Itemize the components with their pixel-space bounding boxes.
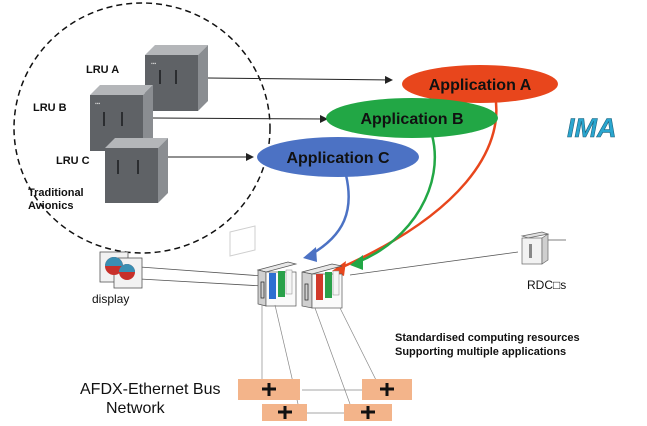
avionics-label: Avionics [28, 200, 73, 212]
rdc-label: RDC□s [527, 278, 566, 292]
app-b-link [357, 134, 437, 264]
rdc-cable [349, 251, 519, 276]
caption-line1: Standardised computing resources [395, 332, 580, 344]
network-label-line2: Network [106, 400, 166, 417]
ima-module-1 [256, 261, 298, 307]
svg-text:▪▪▪: ▪▪▪ [151, 61, 157, 67]
application-b-label: Application B [360, 111, 463, 128]
application-c: Application C [257, 137, 419, 177]
spare-slot-outline [229, 225, 256, 257]
traditional-avionics-boundary [13, 2, 271, 254]
afdx-switch-4 [344, 404, 392, 421]
app-c-arrowhead [303, 247, 317, 262]
ima-label: IMA [567, 113, 617, 143]
ima-module-2 [301, 263, 343, 309]
lru-c-label: LRU C [56, 155, 90, 167]
app-c-link [309, 174, 350, 257]
afdx-switch-2 [362, 379, 412, 400]
lru-b-label: LRU B [33, 102, 67, 114]
application-a: Application A [402, 65, 558, 103]
application-b: Application B [326, 98, 498, 138]
traditional-label: Traditional [28, 187, 84, 199]
display-unit [99, 251, 143, 289]
lru-a-label: LRU A [86, 64, 119, 76]
lru-b-to-app-b-arrow [152, 114, 328, 123]
lru-b-box: ▪▪▪ [90, 85, 153, 151]
rdc-unit [520, 231, 550, 265]
net-wire-3 [314, 307, 351, 405]
app-b-arrowhead [350, 255, 363, 270]
display-label: display [92, 292, 129, 306]
afdx-switch-3 [262, 404, 307, 421]
lru-c-box [105, 138, 168, 203]
display-cable [139, 266, 264, 277]
application-c-label: Application C [286, 150, 390, 167]
caption-line2: Supporting multiple applications [395, 346, 566, 358]
svg-text:▪▪▪: ▪▪▪ [95, 101, 101, 107]
afdx-switch-1 [238, 379, 300, 400]
application-a-label: Application A [429, 77, 532, 94]
network-label-line1: AFDX-Ethernet Bus [80, 381, 221, 398]
lru-a-box: ▪▪▪ [145, 45, 208, 111]
display-cable-2 [139, 278, 264, 287]
net-wire-4 [339, 307, 377, 381]
lru-a-to-app-a-arrow [207, 75, 393, 84]
